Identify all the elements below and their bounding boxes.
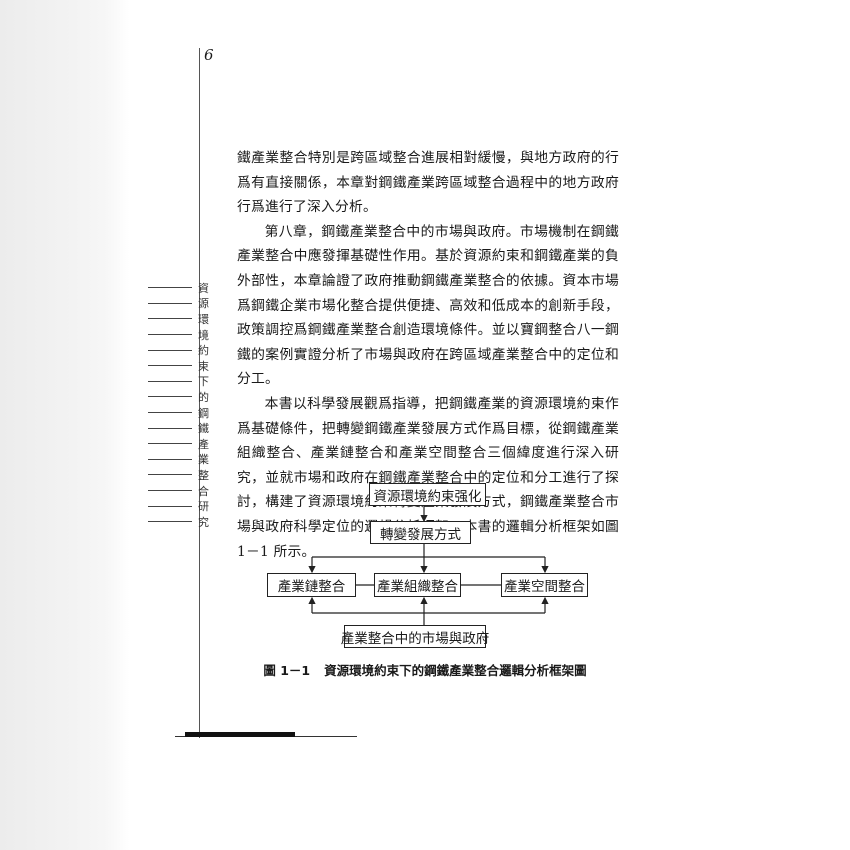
footer-bar [185,732,295,737]
side-title-char: 約 [198,344,209,358]
side-title-row: 研 [148,498,209,514]
side-rule [148,380,192,382]
side-rule [148,334,192,336]
caption-title: 資源環境約束下的鋼鐵產業整合邏輯分析框架圖 [324,663,587,678]
side-title-char: 下 [198,375,209,389]
side-title-row: 約 [148,342,209,358]
side-rule [148,365,192,367]
side-title-row: 源 [148,296,209,312]
side-rule [148,302,192,304]
side-title-char: 整 [198,468,209,482]
side-title-row: 境 [148,327,209,343]
side-title-row: 業 [148,452,209,468]
side-title-char: 鋼 [198,406,209,420]
side-title-char: 鐵 [198,422,209,436]
side-title-row: 整 [148,467,209,483]
side-rule [148,443,192,445]
side-title-char: 業 [198,453,209,467]
box-spatial-integration: 產業空間整合 [501,573,588,597]
side-rule [148,505,192,507]
side-title-row: 合 [148,483,209,499]
side-rule [148,490,192,492]
side-title-char: 源 [198,297,209,311]
side-title-char: 境 [198,328,209,342]
figure-caption: 圖 1－1 資源環境約束下的鋼鐵產業整合邏輯分析框架圖 [0,660,850,679]
page-number: 6 [204,46,214,64]
side-rule [148,427,192,429]
side-title-row: 資 [148,280,209,296]
paragraph: 第八章，鋼鐵產業整合中的市場與政府。市場機制在鋼鐵產業整合中應發揮基礎性作用。基… [237,223,619,388]
side-rule [148,521,192,523]
side-title-char: 究 [198,515,209,529]
side-rule [148,318,192,320]
side-title-row: 束 [148,358,209,374]
side-title-row: 下 [148,374,209,390]
side-title-row: 的 [148,389,209,405]
margin-rule [199,48,200,738]
side-title-row: 環 [148,311,209,327]
paragraph: 鐵產業整合特別是跨區域整合進展相對緩慢，與地方政府的行爲有直接關係，本章對鋼鐵產… [237,150,619,216]
side-title-row: 究 [148,514,209,530]
box-organization-integration: 產業組織整合 [374,573,461,597]
side-title-row: 鐵 [148,420,209,436]
side-rule [148,287,192,289]
side-title-char: 的 [198,390,209,404]
side-title-char: 產 [198,437,209,451]
caption-number: 圖 1－1 [263,663,311,678]
side-rule [148,396,192,398]
page-shadow [0,0,130,850]
side-title-char: 環 [198,312,209,326]
box-transform-mode: 轉變發展方式 [370,521,471,544]
side-rule [148,458,192,460]
box-chain-integration: 產業鏈整合 [267,573,356,597]
box-market-government: 產業整合中的市場與政府 [341,625,489,648]
side-running-title: 資源環境約束下的鋼鐵產業整合研究 [148,280,209,530]
side-title-char: 資 [198,281,209,295]
side-title-char: 研 [198,500,209,514]
side-rule [148,412,192,414]
side-title-char: 束 [198,359,209,373]
side-title-row: 產 [148,436,209,452]
side-rule [148,349,192,351]
side-rule [148,474,192,476]
side-title-char: 合 [198,484,209,498]
side-title-row: 鋼 [148,405,209,421]
box-resource-constraint: 資源環境約束强化 [369,483,486,506]
